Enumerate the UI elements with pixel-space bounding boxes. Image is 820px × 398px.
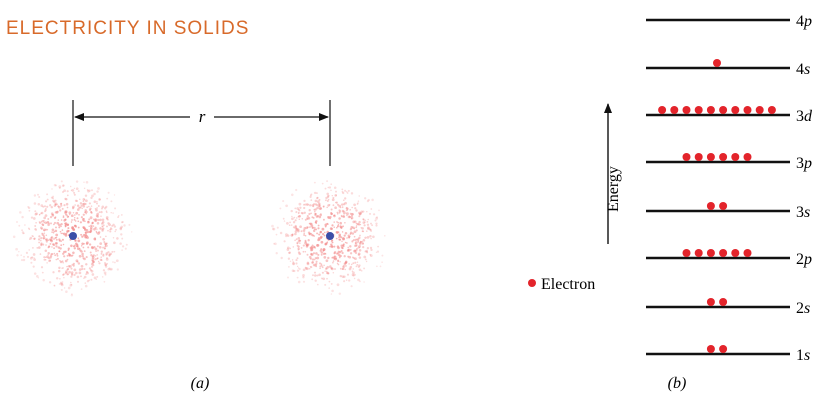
level-label: 2s <box>796 300 810 317</box>
electron <box>767 106 776 114</box>
electron <box>743 153 752 161</box>
level-label: 3s <box>796 204 810 221</box>
electron <box>670 106 679 114</box>
panel-b: Energy Electron 4p 4s 3d 3p 3s 2p 2s 1s (b) <box>528 13 813 392</box>
energy-level-4s: 4s <box>646 59 810 78</box>
separation-label: r <box>199 107 206 126</box>
electron <box>706 298 715 306</box>
electron-legend-label: Electron <box>541 276 595 293</box>
level-label: 3p <box>796 155 812 172</box>
electron <box>719 153 728 161</box>
electron <box>731 153 740 161</box>
level-label: 3d <box>796 108 813 125</box>
electron <box>743 106 752 114</box>
page-title: ELECTRICITY IN SOLIDS <box>6 18 250 39</box>
energy-level-1s: 1s <box>646 345 810 364</box>
electron <box>713 59 721 67</box>
electron <box>719 249 728 257</box>
electron <box>682 153 691 161</box>
panel-b-caption: (b) <box>668 375 687 392</box>
energy-level-4p: 4p <box>646 13 812 30</box>
level-label: 4s <box>796 61 810 78</box>
electron <box>719 202 728 210</box>
level-label: 2p <box>796 251 812 268</box>
left-atom-nucleus <box>69 232 77 240</box>
energy-level-2s: 2s <box>646 298 810 317</box>
energy-level-2p: 2p <box>646 249 812 268</box>
electron <box>706 106 715 114</box>
electron <box>682 106 691 114</box>
electron <box>743 249 752 257</box>
energy-level-3d: 3d <box>646 106 813 125</box>
panel-a: r (a) <box>12 100 386 392</box>
electron <box>706 202 715 210</box>
right-atom-electron-cloud <box>271 180 386 295</box>
electron-legend-marker <box>528 279 536 287</box>
electron <box>658 106 667 114</box>
electron <box>706 153 715 161</box>
panel-a-caption: (a) <box>191 375 210 392</box>
level-label: 4p <box>796 13 812 30</box>
electron <box>694 153 703 161</box>
electron <box>706 249 715 257</box>
energy-axis-label: Energy <box>605 166 622 212</box>
electron <box>719 298 728 306</box>
electron <box>706 345 715 353</box>
electron <box>719 345 728 353</box>
energy-levels: 4p 4s 3d 3p 3s 2p 2s 1s <box>646 13 813 364</box>
electron <box>694 249 703 257</box>
electron <box>755 106 764 114</box>
electron <box>731 106 740 114</box>
electron <box>682 249 691 257</box>
energy-level-3s: 3s <box>646 202 810 221</box>
energy-level-3p: 3p <box>646 153 812 172</box>
left-atom-electron-cloud <box>12 180 133 297</box>
level-label: 1s <box>796 347 810 364</box>
right-atom-nucleus <box>326 232 334 240</box>
electron <box>719 106 728 114</box>
electron <box>694 106 703 114</box>
electron <box>731 249 740 257</box>
